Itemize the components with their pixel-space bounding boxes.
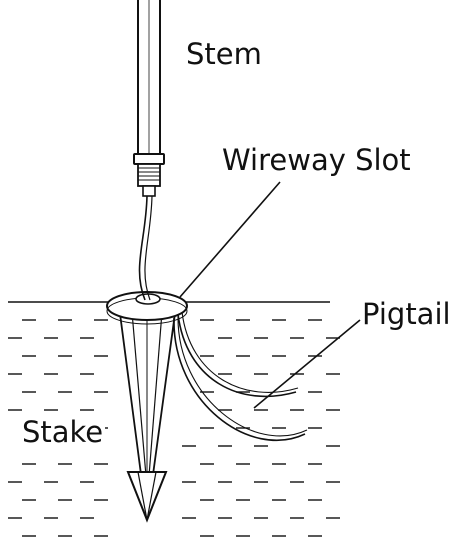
wireway-slot-label: Wireway Slot bbox=[222, 143, 411, 177]
threaded-connector bbox=[137, 163, 161, 197]
stem-label: Stem bbox=[186, 37, 262, 71]
stake-tip bbox=[126, 471, 168, 523]
wireway-slot-leader bbox=[179, 181, 281, 298]
soil-pattern bbox=[8, 319, 340, 537]
stake-label: Stake bbox=[20, 415, 106, 449]
pigtail-label: Pigtail bbox=[362, 297, 451, 331]
pigtail-wires bbox=[173, 311, 308, 441]
stem-wire bbox=[138, 195, 153, 301]
stake-body bbox=[117, 305, 178, 483]
stem-tube bbox=[133, 0, 165, 165]
pigtail-leader bbox=[253, 319, 361, 409]
